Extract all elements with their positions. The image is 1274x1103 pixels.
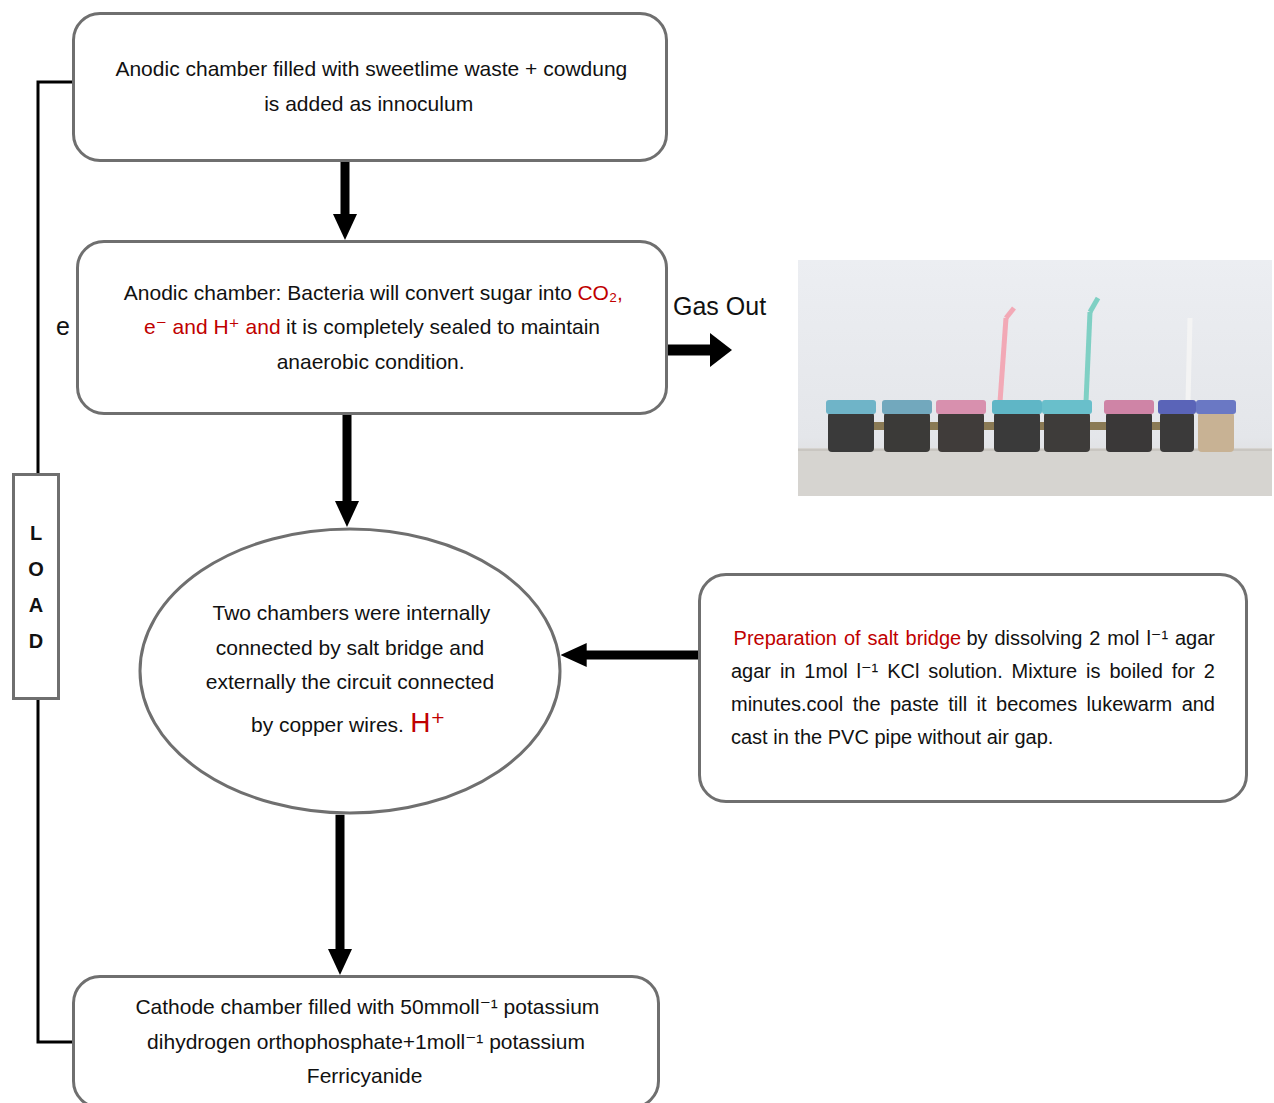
node-text: LOAD	[26, 515, 46, 659]
process-box: Anodic chamber: Bacteria will convert su…	[76, 240, 668, 415]
note-box: Preparation of salt bridgeby dissolving …	[698, 573, 1248, 803]
text-block: Cathode chamber filled with 50mmoll⁻¹ po…	[96, 990, 636, 1094]
setup-photo	[798, 260, 1272, 496]
straw	[1006, 308, 1014, 318]
text-block: Preparation of salt bridgeby dissolving …	[731, 622, 1215, 754]
straw	[1086, 312, 1090, 402]
process-ellipse: Two chambers were internally connected b…	[138, 527, 562, 815]
flow-arrow	[577, 651, 698, 660]
flow-arrow	[343, 415, 352, 511]
load-box: LOAD	[12, 473, 60, 700]
circuit-wire	[38, 82, 72, 473]
text-block: Anodic chamber filled with sweetlime was…	[110, 52, 630, 121]
gas-out-arrowhead	[710, 333, 732, 367]
connector-layer	[38, 82, 698, 1042]
node-text: H⁺	[410, 707, 445, 738]
text-block: Two chambers were internally connected b…	[205, 596, 495, 746]
straw	[1188, 318, 1190, 402]
node-text: Cathode chamber filled with 50mmoll⁻¹ po…	[135, 995, 599, 1087]
flow-arrow	[341, 162, 350, 224]
jars	[826, 400, 1236, 452]
node-text: it is completely sealed to maintain anae…	[277, 315, 600, 373]
text-block: Anodic chamber: Bacteria will convert su…	[112, 276, 632, 380]
process-box: Anodic chamber filled with sweetlime was…	[72, 12, 668, 162]
edge-label: e	[54, 312, 72, 341]
process-box: Cathode chamber filled with 50mmoll⁻¹ po…	[72, 975, 660, 1103]
photo-ground	[798, 260, 1272, 496]
shelf	[798, 448, 1272, 496]
ellipse-border	[140, 529, 560, 813]
node-text: Anodic chamber filled with sweetlime was…	[115, 57, 627, 115]
node-text: Preparation of salt bridge	[734, 627, 962, 649]
node-text: Anodic chamber: Bacteria will convert su…	[124, 281, 572, 304]
gas-out-arrow	[668, 345, 714, 356]
straw	[1090, 298, 1098, 312]
text-block: LOAD	[26, 515, 46, 659]
callout-label: Gas Out	[671, 292, 768, 321]
circuit-wire	[38, 700, 72, 1042]
node-text: Two chambers were internally connected b…	[206, 601, 494, 736]
flow-arrow	[336, 815, 345, 959]
straw	[1000, 318, 1006, 402]
